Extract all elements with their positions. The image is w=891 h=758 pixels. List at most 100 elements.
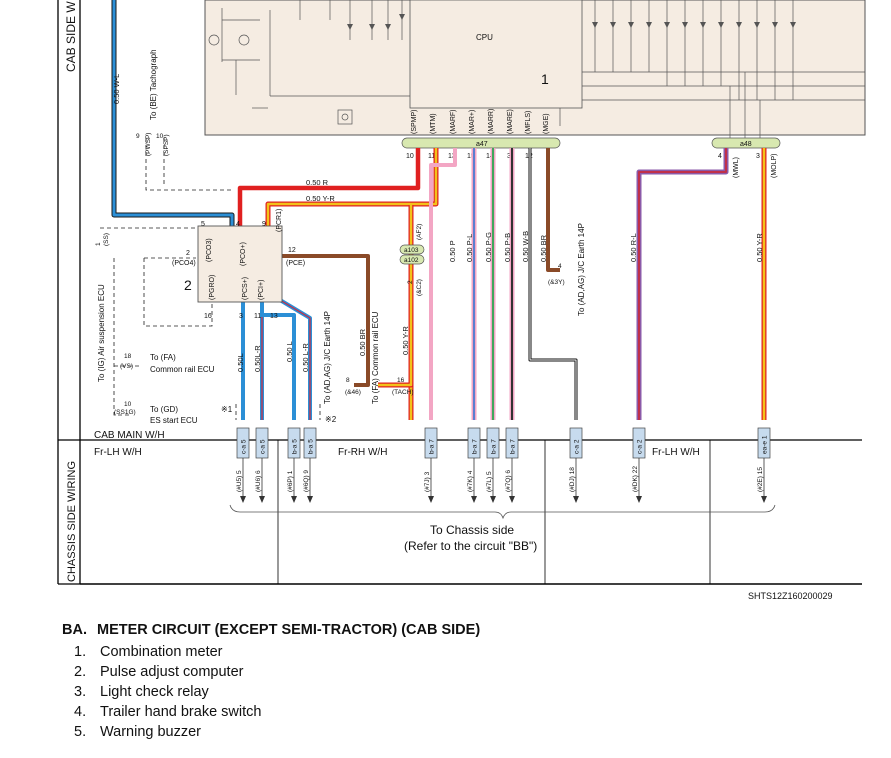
chassis-arrow-icon	[509, 496, 515, 503]
to-chassis-side: To Chassis side	[430, 523, 514, 537]
terminal-pco3: (PCO3)	[206, 238, 213, 262]
chassis-arrow-icon	[761, 496, 767, 503]
legend-title: BA. METER CIRCUIT (EXCEPT SEMI-TRACTOR) …	[62, 620, 480, 640]
terminal-mfls: (MFLS)	[525, 111, 532, 134]
adjuster-number: 2	[184, 277, 192, 293]
label-tach: (TACH)	[392, 389, 414, 396]
chassis-ref-label: (#7K) 4	[467, 470, 474, 492]
chassis-ref-label: (#7Q) 6	[505, 470, 512, 492]
legend-item-num: 5.	[74, 724, 87, 740]
terminal-marr: (MARR)	[488, 109, 495, 134]
wire-label-050wl: 0.50 W-L	[112, 74, 121, 104]
connector-a47-label: a47	[476, 141, 488, 148]
label-star2: ※2	[325, 415, 337, 424]
legend-item: 2.Pulse adjust computer	[62, 662, 480, 682]
label-pwsp: (PWSP)	[145, 133, 152, 156]
right-pin-4: 4	[718, 153, 722, 160]
pin-14: 14	[486, 153, 494, 160]
pin-13: 13	[448, 153, 456, 160]
meter-number: 1	[541, 71, 549, 87]
adj-pin-9: 9	[262, 221, 266, 228]
small-labels: (PWSP) (SPSP) 9 10 (SS) 1 (AF2) (&C2) 2 …	[95, 133, 565, 424]
legend-item-num: 1.	[74, 644, 87, 660]
legend-item-label: Trailer hand brake switch	[100, 704, 262, 720]
chassis-ref-label: (#6P) 1	[287, 470, 294, 492]
chassis-arrow-icon	[636, 496, 642, 503]
label-pin4: 4	[558, 263, 562, 270]
label-pin8: 8	[346, 377, 350, 384]
label-pin1: 1	[95, 242, 102, 246]
chassis-brace	[229, 504, 776, 520]
wire-label-050yr-top: 0.50 Y-R	[306, 194, 335, 203]
terminal-molp: (MOLP)	[771, 154, 778, 179]
chassis-connector-label: ea-e 1	[762, 435, 769, 454]
chassis-ref-label: (#7L) 5	[486, 471, 493, 492]
wire-labels: 0.50 W-L 0.50 R 0.50 Y-R 0.50 P 0.50 P-L…	[112, 74, 764, 372]
terminal-pco-plus: (PCO+)	[240, 242, 247, 266]
connector-a48: a48	[711, 137, 781, 149]
terminal-spmp: (SPMP)	[411, 110, 418, 135]
label-pin16: 16	[397, 377, 405, 384]
adj-pin-16: 16	[204, 313, 212, 320]
pin-15: 15	[467, 153, 475, 160]
chassis-ref-label: (#7J) 3	[424, 471, 431, 492]
label-star1: ※1	[221, 405, 233, 414]
legend-code: BA.	[62, 622, 87, 638]
chassis-arrow-icon	[307, 496, 313, 503]
pin-10: 10	[406, 153, 414, 160]
label-ac2: (&C2)	[416, 279, 423, 296]
chassis-arrow-icon	[471, 496, 477, 503]
legend-item-num: 4.	[74, 704, 87, 720]
destinations: To (BE) Tachograph To (IG) Air suspensio…	[97, 49, 586, 425]
legend-item-label: Pulse adjust computer	[100, 664, 244, 680]
connector-a47: a47	[401, 137, 561, 149]
harness-labels: CAB MAIN W/H Fr-LH W/H Fr-RH W/H Fr-LH W…	[94, 430, 700, 458]
chassis-arrow-icon	[240, 496, 246, 503]
dest-common-rail-fa: To (FA)	[150, 353, 176, 362]
dest-jc-earth-mid: To (AD,AG) J/C Earth 14P	[323, 311, 332, 404]
legend-item-label: Warning buzzer	[100, 724, 202, 740]
wire-label-050yr-mid: 0.50 Y-R	[401, 326, 410, 355]
chassis-connector-label: b-a 7	[491, 439, 498, 454]
wire-label-050pb: 0.50 P-B	[503, 233, 512, 262]
label-pin2: 2	[407, 280, 414, 284]
legend-item-label: Light check relay	[100, 684, 209, 700]
chassis-arrow-icon	[428, 496, 434, 503]
chassis-arrow-icon	[291, 496, 297, 503]
combination-meter: CPU 1	[204, 0, 866, 138]
wire-label-050wb: 0.50 W-B	[521, 231, 530, 262]
adj-pin-3: 3	[239, 313, 243, 320]
terminal-pgro: (PGRO)	[209, 275, 216, 300]
connector-a102-label: a102	[404, 257, 419, 264]
label-ss1g: (SS1G)	[114, 409, 136, 416]
terminal-pci-plus: (PCI+)	[258, 280, 265, 300]
pulse-adjust-computer: 2 (PCO3) (PCO+) (PCR1) (PCO4) (PCE) (PGR…	[172, 209, 305, 320]
chassis-arrow-icon	[573, 496, 579, 503]
dest-tachograph: To (BE) Tachograph	[149, 49, 158, 120]
dest-common-rail-name: Common rail ECU	[150, 365, 215, 374]
legend-item: 4. Trailer hand brake switch	[62, 702, 480, 722]
legend-item-label: Combination meter	[100, 644, 223, 660]
harness-fr-rh: Fr-RH W/H	[338, 447, 387, 458]
wire-label-050yr-right: 0.50 Y-R	[755, 233, 764, 262]
terminal-mare: (MARE)	[507, 109, 514, 134]
terminal-mwl: (MWL)	[733, 157, 740, 178]
chassis-connector-label: b-a 7	[429, 439, 436, 454]
legend-title-text: METER CIRCUIT (EXCEPT SEMI-TRACTOR) (CAB…	[96, 622, 481, 638]
wire-label-050lr2: 0.50 L-R	[301, 343, 310, 372]
adj-pin-13: 13	[270, 313, 278, 320]
chassis-connector-label: c-a 5	[260, 439, 267, 454]
wire-label-050l2: 0.50 L	[285, 341, 294, 362]
meter-terminals: (SPMP) (MTM) (MARF) (MAR+) (MARR) (MARE)…	[411, 109, 550, 134]
dest-jc-earth-right: To (AD,AG) J/C Earth 14P	[577, 223, 586, 316]
cpu-label: CPU	[476, 33, 493, 42]
adj-pin-4: 4	[236, 221, 240, 228]
label-pin18: 18	[124, 353, 132, 360]
legend-item: 3.Light check relay	[62, 682, 480, 702]
label-ss: (SS)	[103, 233, 110, 246]
chassis-ref-label: (#U5) 5	[236, 470, 243, 492]
wire-label-050br: 0.50 BR	[539, 234, 548, 262]
chassis-ref-label: (#DK) 22	[632, 466, 639, 492]
adj-pin-2: 2	[186, 250, 190, 257]
legend-item: 1. Combination meter	[62, 642, 480, 662]
